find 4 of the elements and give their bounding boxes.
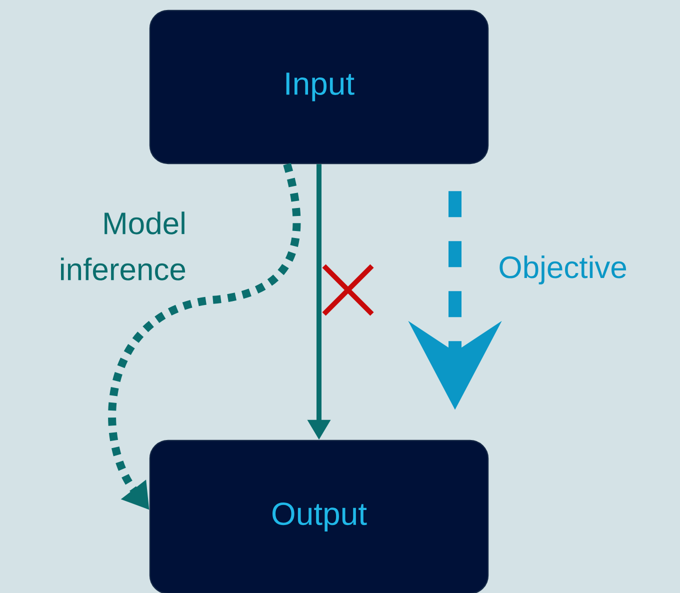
process-box: Input xyxy=(149,10,489,164)
edge-label: Objective xyxy=(500,256,626,284)
edge-label: Model inference xyxy=(61,212,186,280)
process-box: Output xyxy=(149,440,489,593)
